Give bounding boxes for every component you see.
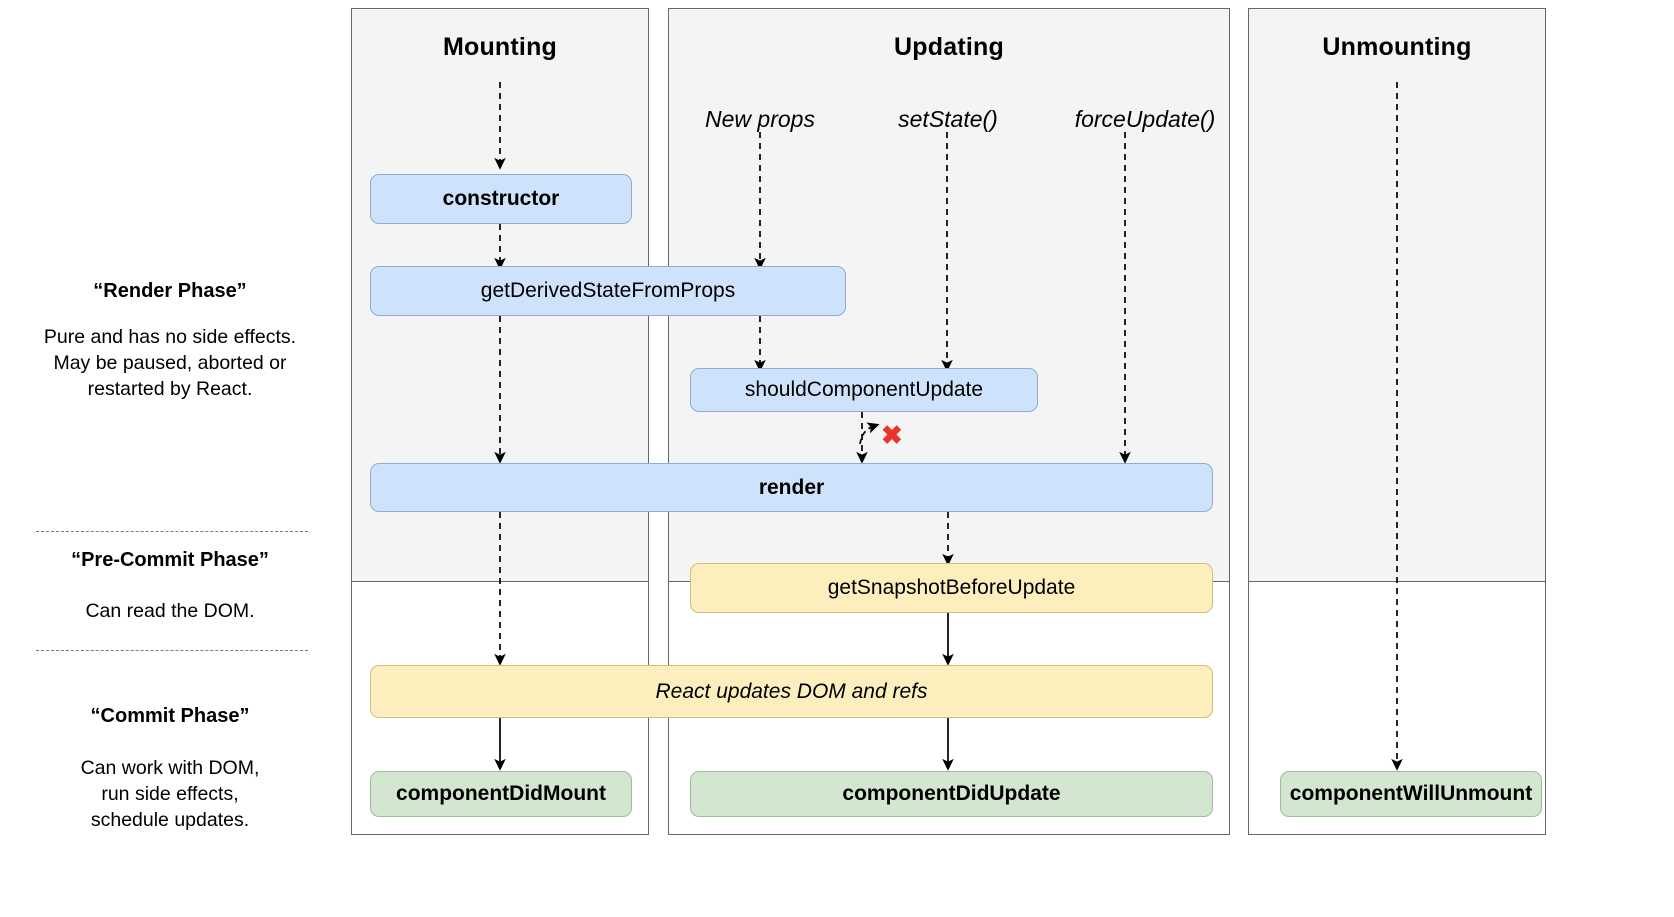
trigger-label-force-update: forceUpdate()	[1074, 106, 1216, 132]
phase-description-pre-commit: Can read the DOM.	[85, 600, 255, 622]
skip-render-x-icon: ✖	[881, 420, 903, 450]
lifecycle-box-component-did-update[interactable]: componentDidUpdate	[690, 771, 1213, 817]
column-title-mounting: Mounting	[442, 33, 558, 61]
lifecycle-box-component-did-mount[interactable]: componentDidMount	[370, 771, 632, 817]
lifecycle-box-get-derived-state-from-props[interactable]: getDerivedStateFromProps	[370, 266, 846, 316]
lifecycle-box-constructor[interactable]: constructor	[370, 174, 632, 224]
trigger-label-new-props: New props	[705, 106, 815, 132]
column-panel-unmounting-render	[1248, 8, 1546, 582]
lifecycle-box-get-snapshot-before-update[interactable]: getSnapshotBeforeUpdate	[690, 563, 1213, 613]
lifecycle-box-render[interactable]: render	[370, 463, 1213, 512]
phase-title-commit: “Commit Phase”	[90, 705, 250, 727]
lifecycle-box-component-will-unmount[interactable]: componentWillUnmount	[1280, 771, 1542, 817]
phase-description-commit: Can work with DOM, run side effects, sch…	[80, 757, 260, 831]
column-title-unmounting: Unmounting	[1322, 33, 1472, 61]
lifecycle-box-react-updates-dom-and-refs[interactable]: React updates DOM and refs	[370, 665, 1213, 718]
trigger-label-set-state: setState()	[898, 106, 998, 132]
phase-divider-bottom	[36, 650, 308, 651]
phase-divider-top	[36, 531, 308, 532]
phase-title-pre-commit: “Pre-Commit Phase”	[71, 549, 269, 571]
column-title-updating: Updating	[894, 33, 1004, 61]
phase-description-render: Pure and has no side effects. May be pau…	[43, 326, 297, 400]
phase-title-render: “Render Phase”	[93, 280, 247, 302]
lifecycle-box-should-component-update[interactable]: shouldComponentUpdate	[690, 368, 1038, 412]
